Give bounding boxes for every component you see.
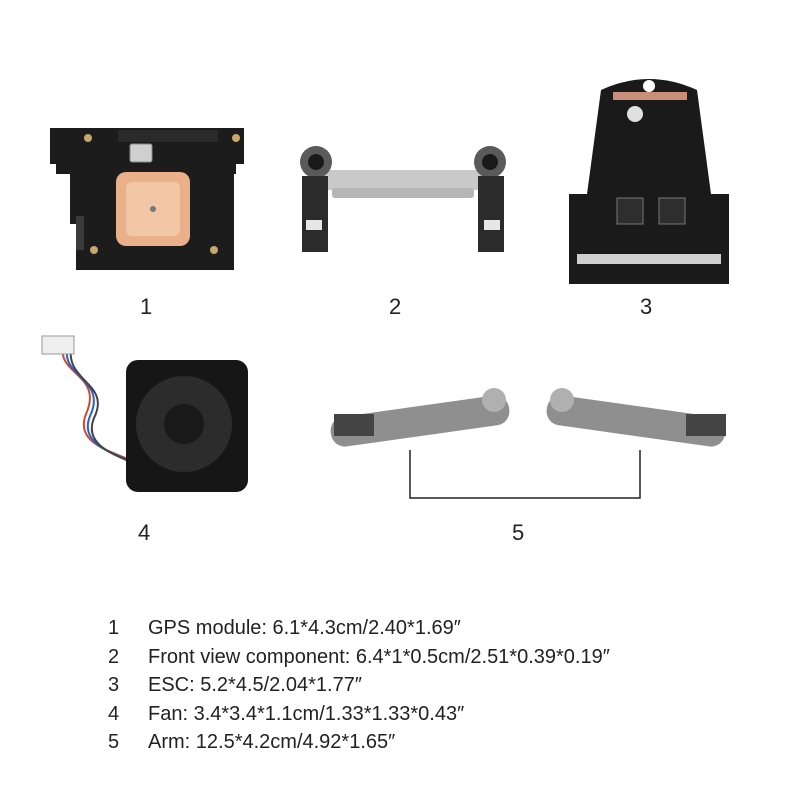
spec-number: 2 (108, 645, 120, 668)
part-number-3: 3 (640, 294, 653, 319)
spec-number: 5 (108, 731, 120, 753)
esc-image (569, 79, 729, 284)
spec-text: GPS module: 6.1*4.3cm/2.40*1.69″ (148, 617, 461, 639)
spec-item-3: 3 ESC: 5.2*4.5/2.04*1.77″ (108, 671, 610, 700)
spec-number: 3 (108, 674, 120, 696)
spec-text: Front view component: 6.4*1*0.5cm/2.51*0… (148, 645, 610, 668)
spec-text: Fan: 3.4*3.4*1.1cm/1.33*1.33*0.43″ (148, 702, 465, 725)
part-number-2: 2 (389, 294, 402, 319)
part-number-5: 5 (512, 520, 525, 545)
spec-item-1: 1 GPS module: 6.1*4.3cm/2.40*1.69″ (108, 614, 610, 643)
spec-list: 1 GPS module: 6.1*4.3cm/2.40*1.69″ 2 Front… (108, 614, 610, 757)
front-view-component-image (300, 146, 506, 252)
gps-module-image (50, 128, 244, 270)
spec-text: Arm: 12.5*4.2cm/4.92*1.65″ (148, 731, 396, 753)
spec-text: ESC: 5.2*4.5/2.04*1.77″ (148, 674, 362, 696)
spec-number: 1 (108, 617, 120, 639)
part-number-4: 4 (138, 520, 151, 545)
spec-number: 4 (108, 702, 120, 725)
fan-image (41, 335, 248, 492)
spec-item-4: 4 Fan: 3.4*3.4*1.1cm/1.33*1.33*0.43″ (108, 700, 610, 729)
spec-item-2: 2 Front view component: 6.4*1*0.5cm/2.51*… (108, 643, 610, 672)
part-number-1: 1 (140, 294, 153, 319)
arm-pair-image (330, 388, 726, 499)
spec-item-5: 5 Arm: 12.5*4.2cm/4.92*1.65″ (108, 728, 610, 757)
